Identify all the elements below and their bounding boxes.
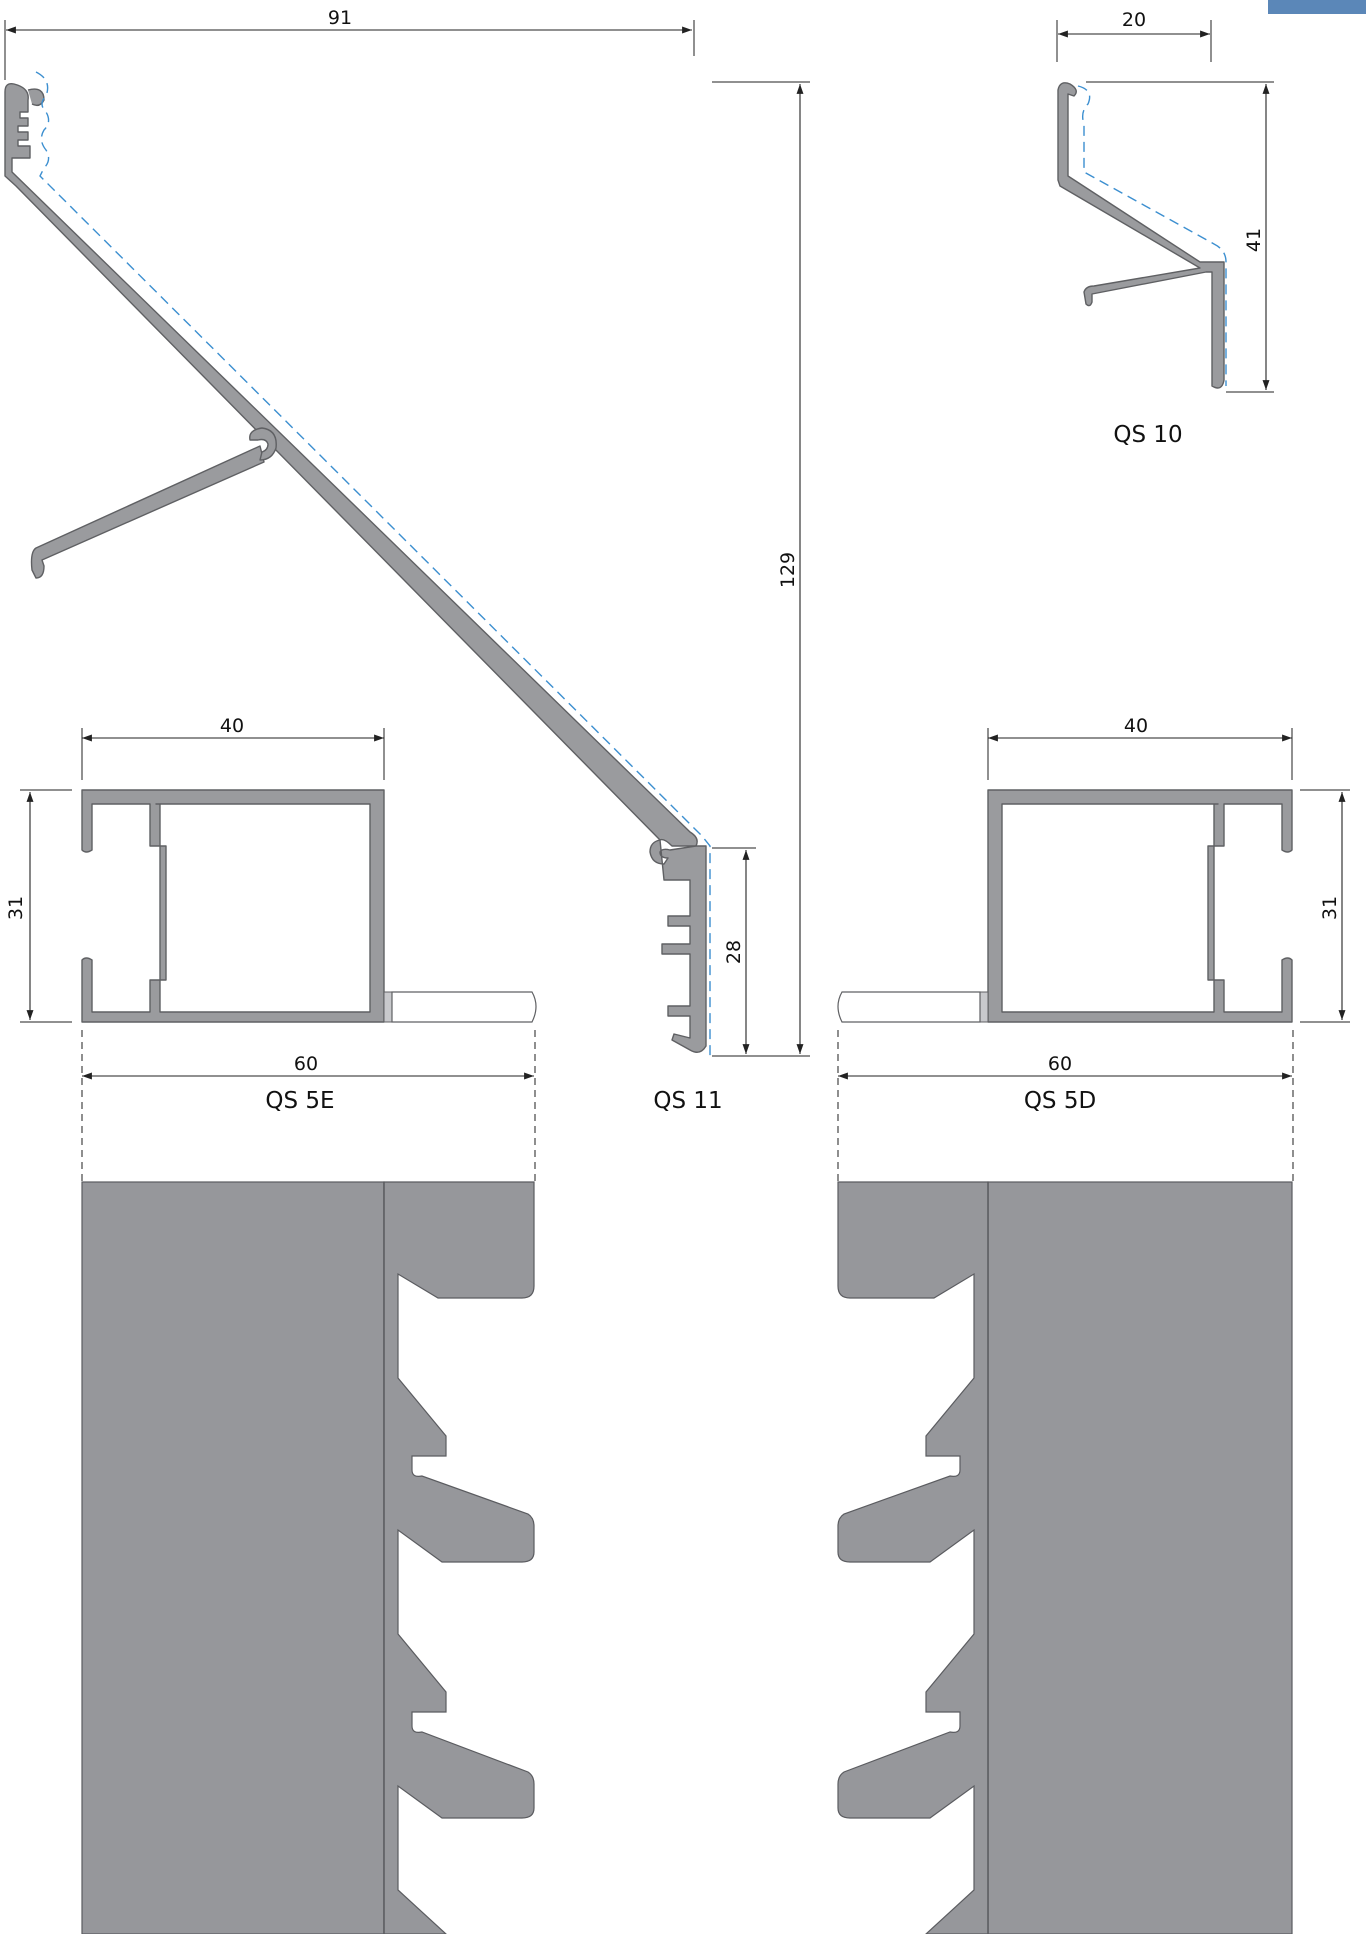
qs5e-section-enlarged [81, 1181, 535, 1934]
qs5d-total-dim: 60 [1048, 1053, 1072, 1075]
qs5e-height-dim: 31 [5, 896, 27, 920]
qs5d-section-enlarged [837, 1181, 1293, 1934]
qs11-width-dim: 91 [328, 7, 352, 29]
qs10-profile [1057, 82, 1227, 389]
qs5d-label: QS 5D [1024, 1088, 1096, 1114]
qs11-profile [4, 71, 711, 1058]
qs5e-total-dim: 60 [294, 1053, 318, 1075]
accent-tab [1268, 0, 1366, 14]
qs11-label: QS 11 [653, 1088, 722, 1114]
qs5d-profile [837, 789, 1293, 1023]
qs11-height-dim: 129 [777, 552, 799, 588]
qs5e-label: QS 5E [265, 1088, 334, 1114]
qs5e-profile [81, 789, 537, 1023]
qs5e-width-dim: 40 [220, 715, 244, 737]
qs10-width-dim: 20 [1122, 9, 1146, 31]
qs5d-height-dim: 31 [1319, 896, 1341, 920]
qs10-label: QS 10 [1113, 422, 1182, 448]
qs5d-width-dim: 40 [1124, 715, 1148, 737]
qs10-height-dim: 41 [1243, 228, 1265, 252]
qs11-lower-dim: 28 [723, 940, 745, 964]
